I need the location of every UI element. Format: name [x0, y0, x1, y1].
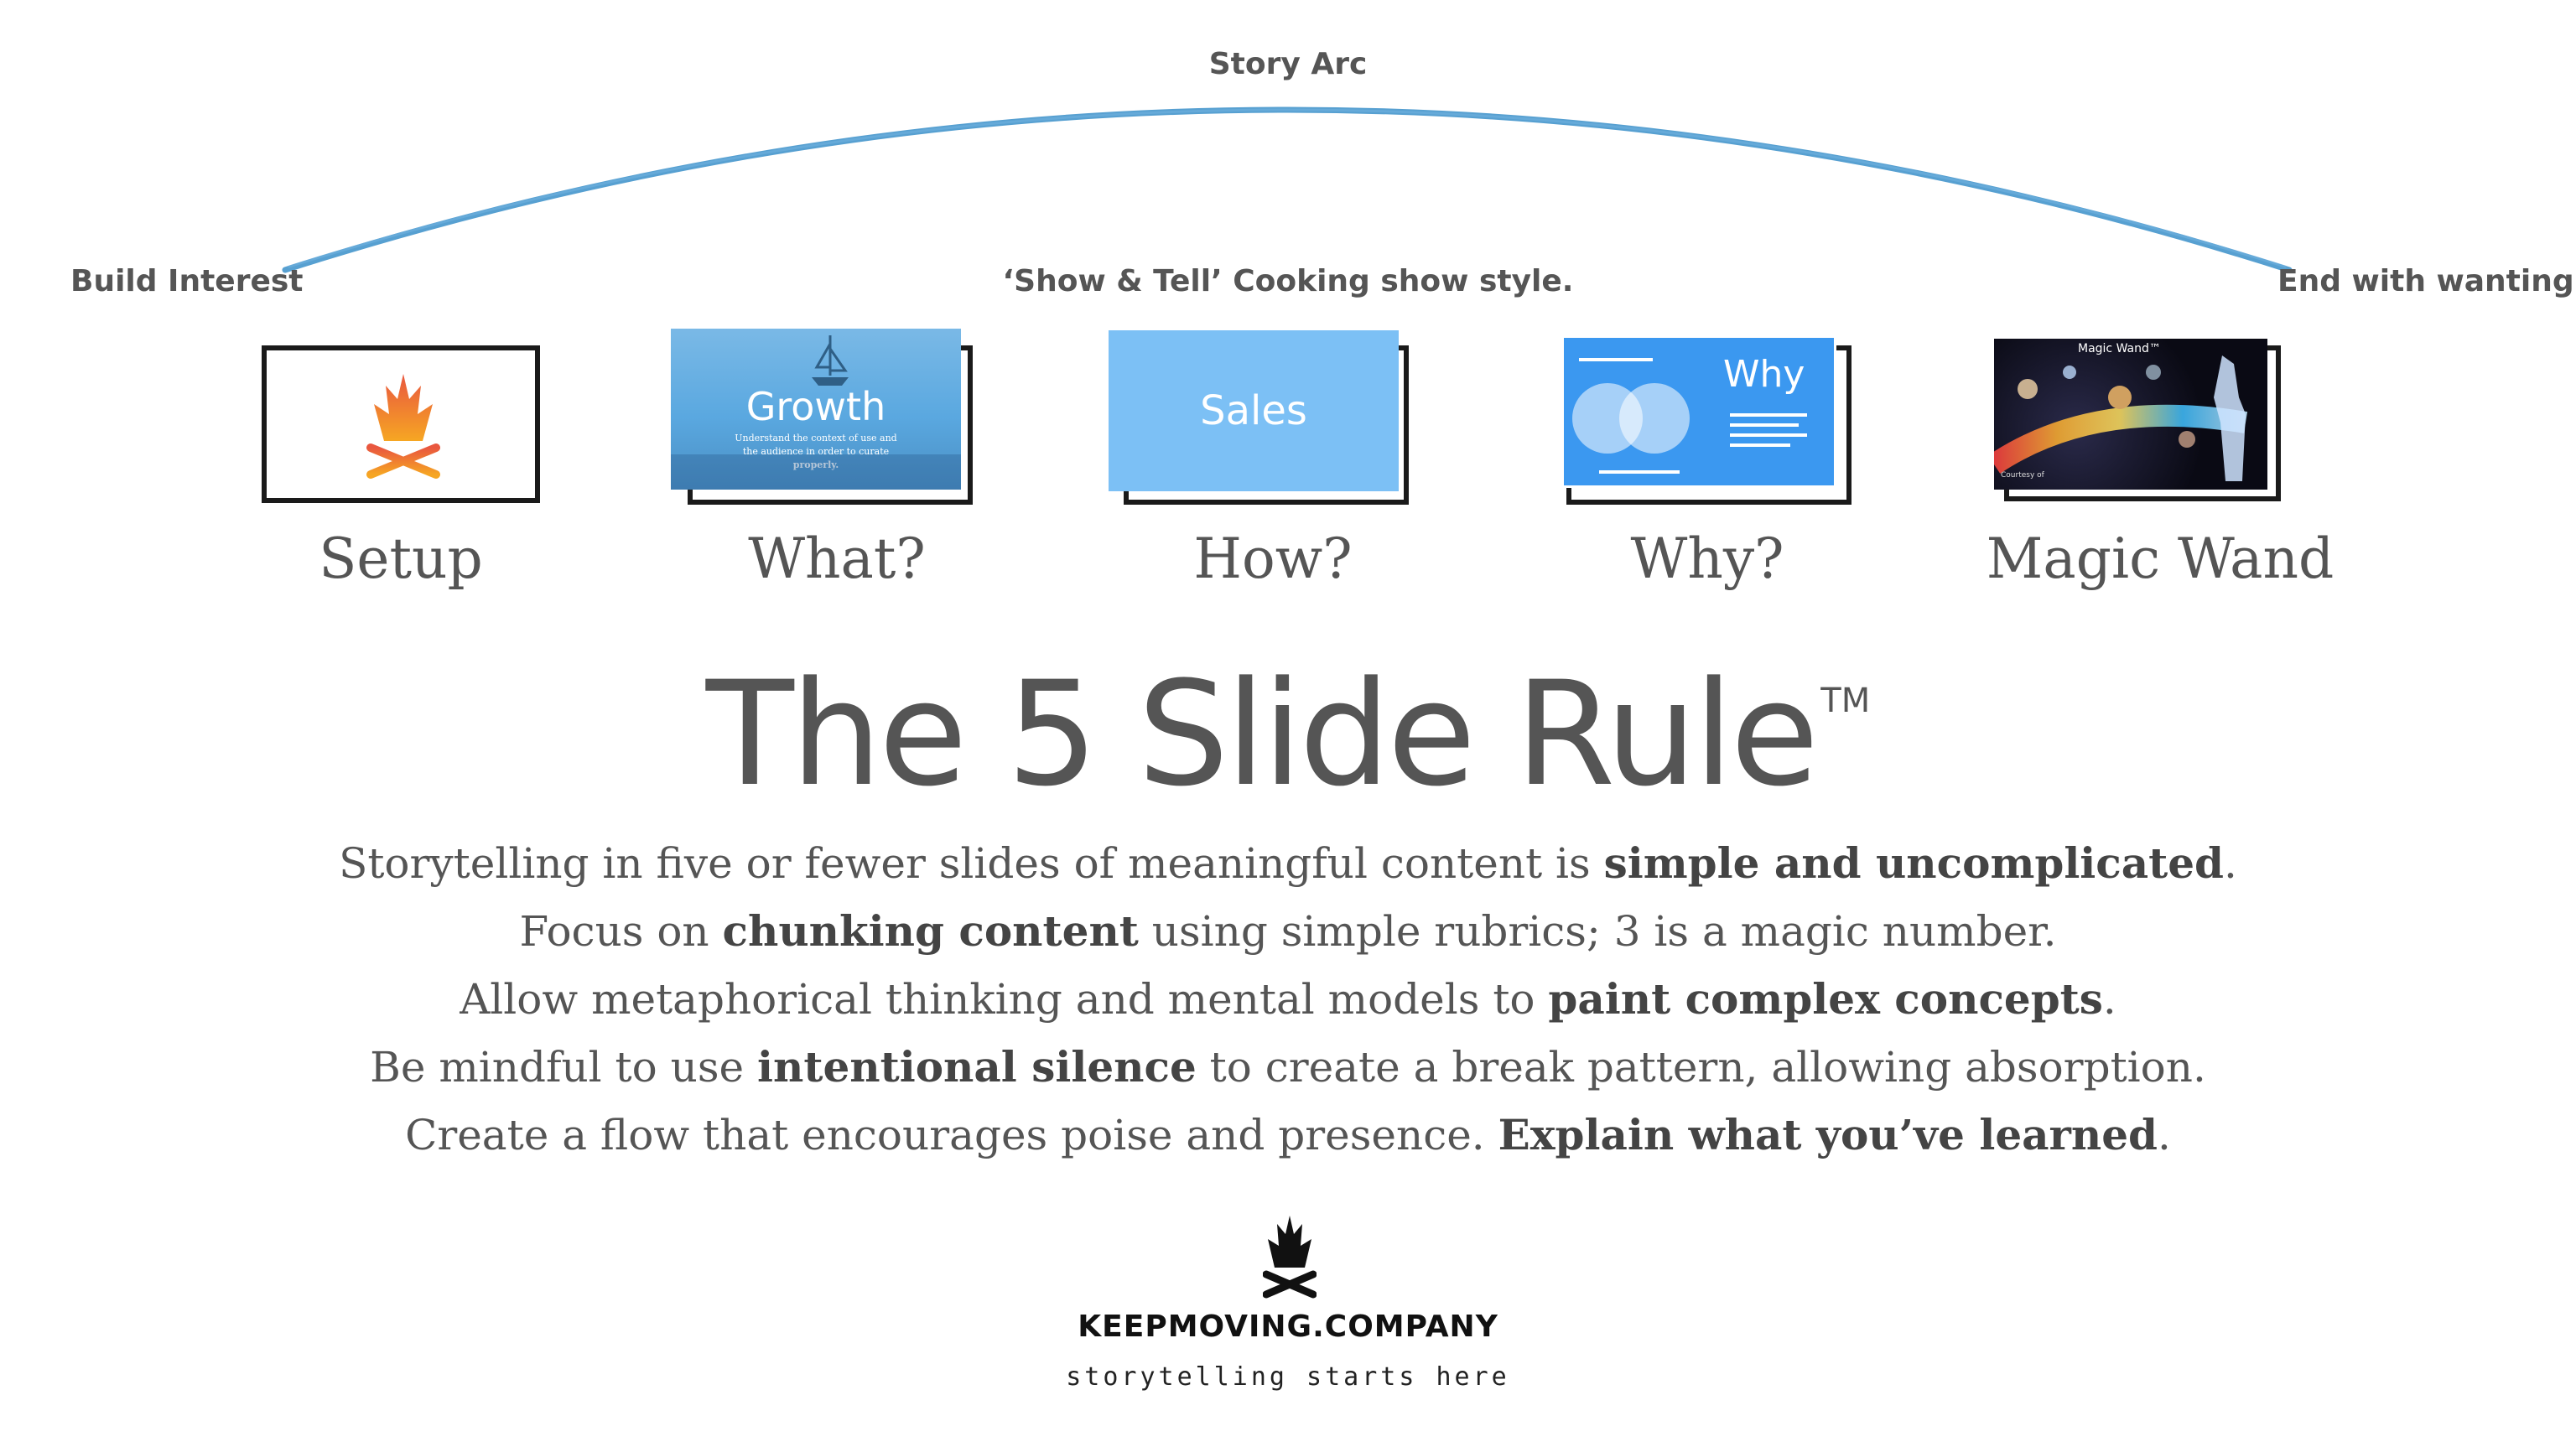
body-line-5-text: Create a flow that encourages poise and …: [405, 1111, 1498, 1159]
brand-tagline: storytelling starts here: [1066, 1362, 1510, 1392]
trademark-mark: TM: [1820, 682, 1871, 720]
body-line-3-end: .: [2102, 975, 2116, 1024]
end-with-wanting-label: End with wanting.: [2277, 264, 2576, 298]
body-line-2: Focus on chunking content using simple r…: [0, 906, 2576, 956]
growth-thumb-caption-2: the audience in order to curate: [742, 446, 890, 457]
growth-thumbnail: Growth Understand the context of use and…: [671, 329, 961, 490]
growth-thumb-caption-1: Understand the context of use and: [735, 433, 897, 443]
slide-label-what: What?: [748, 526, 926, 591]
magic-wand-thumb-title: Magic Wand™: [2078, 342, 2161, 355]
body-line-1-bold: simple and uncomplicated: [1603, 838, 2225, 888]
slide-label-magic-wand: Magic Wand: [1986, 526, 2334, 591]
boat-silhouette-icon: [812, 335, 849, 386]
body-line-3: Allow metaphorical thinking and mental m…: [0, 974, 2576, 1024]
body-line-3-text: Allow metaphorical thinking and mental m…: [460, 975, 1549, 1024]
arc-title: Story Arc: [1208, 47, 1368, 81]
story-arc-curve: [282, 106, 2293, 273]
show-and-tell-label: ‘Show & Tell’ Cooking show style.: [1002, 264, 1574, 298]
body-line-1-end: .: [2224, 839, 2237, 888]
growth-thumb-title: Growth: [745, 384, 886, 429]
why-thumbnail: Why: [1561, 335, 1836, 488]
brand-name: KEEPMOVING.COMPANY: [1078, 1310, 1498, 1344]
campfire-icon: [1263, 1216, 1317, 1299]
body-line-4-text: Be mindful to use: [370, 1043, 757, 1092]
body-line-5-bold: Explain what you’ve learned: [1498, 1110, 2158, 1159]
cosmic-image: [1994, 355, 2248, 481]
setup-thumbnail: [262, 345, 540, 503]
slide-label-why: Why?: [1630, 526, 1784, 591]
body-line-1: Storytelling in five or fewer slides of …: [0, 838, 2576, 888]
build-interest-label: Build Interest: [70, 264, 304, 298]
why-thumb-title: Why: [1723, 353, 1805, 396]
magic-wand-thumb-credit: Courtesy of: [2001, 471, 2044, 480]
body-line-1-text: Storytelling in five or fewer slides of …: [339, 839, 1604, 888]
body-line-5-end: .: [2158, 1111, 2171, 1159]
body-line-4-bold: intentional silence: [757, 1042, 1197, 1092]
slide-label-how: How?: [1193, 526, 1353, 591]
growth-thumb-sea: [671, 454, 961, 490]
venn-diagram-icon: [1572, 358, 1807, 474]
body-line-2-end: using simple rubrics; 3 is a magic numbe…: [1138, 907, 2057, 956]
body-line-5: Create a flow that encourages poise and …: [0, 1110, 2576, 1159]
body-line-2-text: Focus on: [519, 907, 723, 956]
campfire-icon: [366, 374, 440, 479]
body-line-3-bold: paint complex concepts: [1548, 974, 2103, 1024]
body-line-2-bold: chunking content: [722, 906, 1139, 956]
sales-thumb-title: Sales: [1200, 387, 1307, 434]
slide-label-setup: Setup: [319, 526, 483, 591]
magic-wand-thumbnail: Magic Wand™ Courtesy of: [1994, 339, 2267, 490]
growth-thumb-caption-3: properly.: [792, 459, 839, 470]
sales-thumbnail: Sales: [1109, 330, 1399, 491]
body-line-4-end: to create a break pattern, allowing abso…: [1196, 1043, 2206, 1092]
body-line-4: Be mindful to use intentional silence to…: [0, 1042, 2576, 1092]
title-text: The 5 Slide Rule: [705, 650, 1820, 818]
